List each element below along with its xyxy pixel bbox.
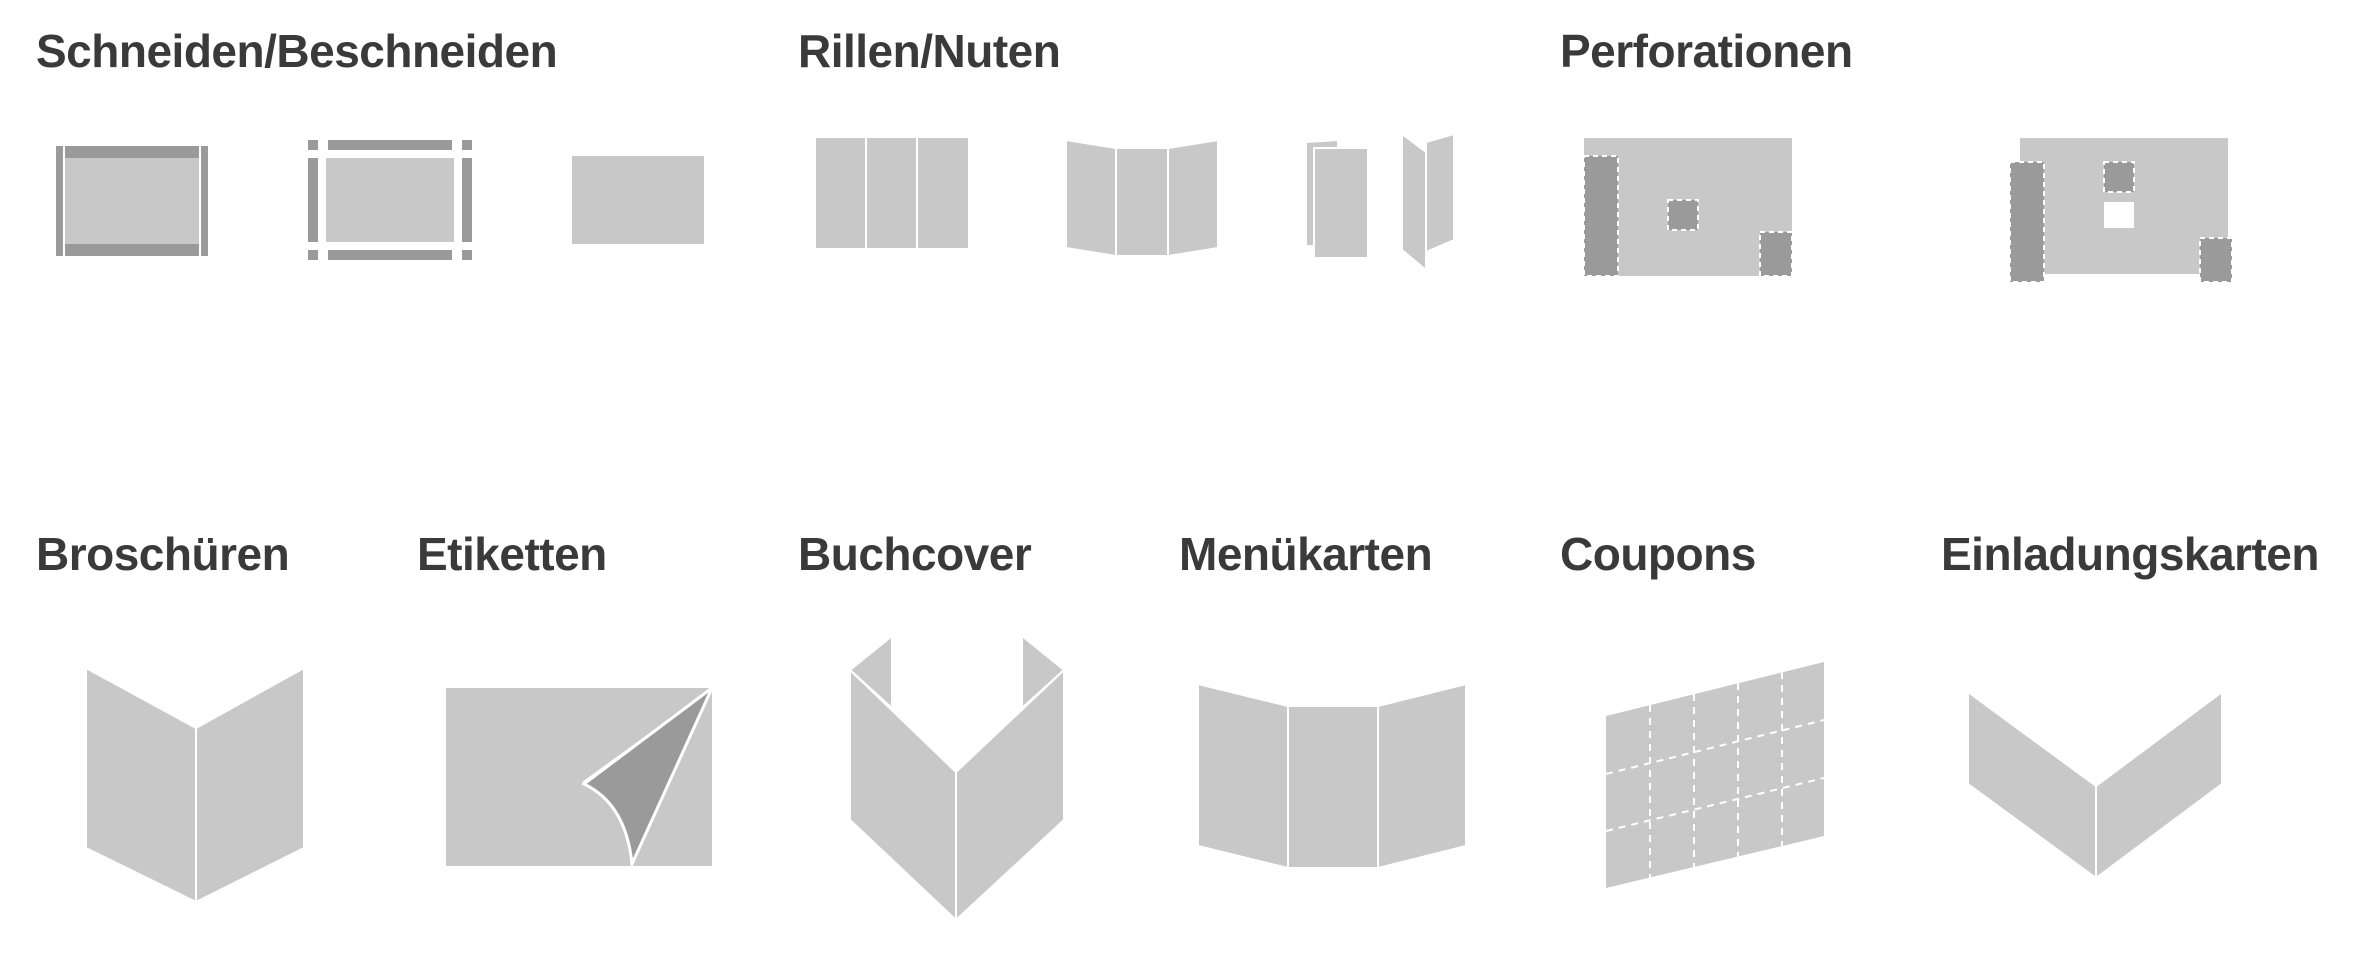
section-title-perforating: Perforationen: [1560, 25, 1853, 77]
section-title-cutting: Schneiden/Beschneiden: [36, 25, 558, 77]
trim-with-bleed-icon-shape: [56, 146, 208, 256]
product-title-labels: Etiketten: [417, 528, 607, 580]
product-title-coupons: Coupons: [1560, 528, 1756, 580]
product-title-menu-cards: Menükarten: [1179, 528, 1433, 580]
product-title-brochures: Broschüren: [36, 528, 290, 580]
product-title-invitation-cards: Einladungskarten: [1941, 528, 2319, 580]
section-title-creasing: Rillen/Nuten: [798, 25, 1061, 77]
product-title-book-covers: Buchcover: [798, 528, 1032, 580]
